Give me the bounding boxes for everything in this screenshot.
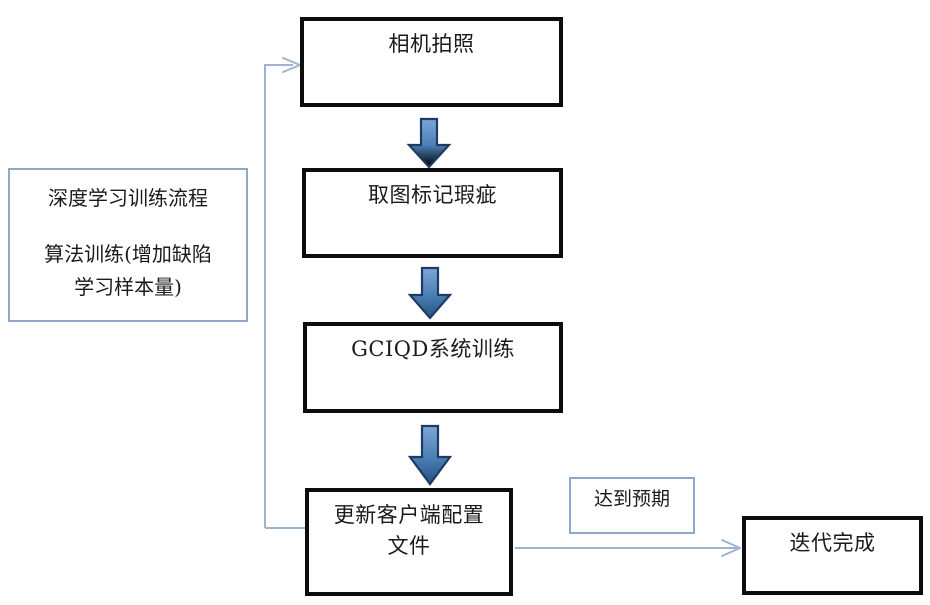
node-iteration-complete[interactable]: 迭代完成	[742, 516, 923, 595]
node-iteration-complete-label: 迭代完成	[789, 531, 876, 555]
node-system-training[interactable]: GCIQD系统训练	[303, 322, 563, 413]
info-panel: 深度学习训练流程 算法训练(增加缺陷 学习样本量)	[8, 168, 248, 322]
node-camera-capture-label: 相机拍照	[388, 32, 475, 56]
node-mark-defects-label: 取图标记瑕疵	[368, 183, 497, 207]
node-update-config[interactable]: 更新客户端配置 文件	[305, 488, 513, 596]
block-arrow-down-2	[407, 266, 453, 320]
node-camera-capture[interactable]: 相机拍照	[300, 17, 563, 107]
node-system-training-label: GCIQD系统训练	[351, 337, 515, 361]
block-arrow-down-3	[407, 424, 453, 486]
edge-label-meets-expectation-text: 达到预期	[593, 488, 670, 510]
block-arrow-down-1	[406, 117, 452, 169]
info-panel-detail: 算法训练(增加缺陷 学习样本量)	[44, 242, 212, 299]
node-update-config-label: 更新客户端配置 文件	[333, 503, 485, 558]
info-panel-title: 深度学习训练流程	[48, 186, 208, 210]
edge-label-meets-expectation: 达到预期	[569, 477, 695, 534]
node-mark-defects[interactable]: 取图标记瑕疵	[302, 168, 563, 258]
